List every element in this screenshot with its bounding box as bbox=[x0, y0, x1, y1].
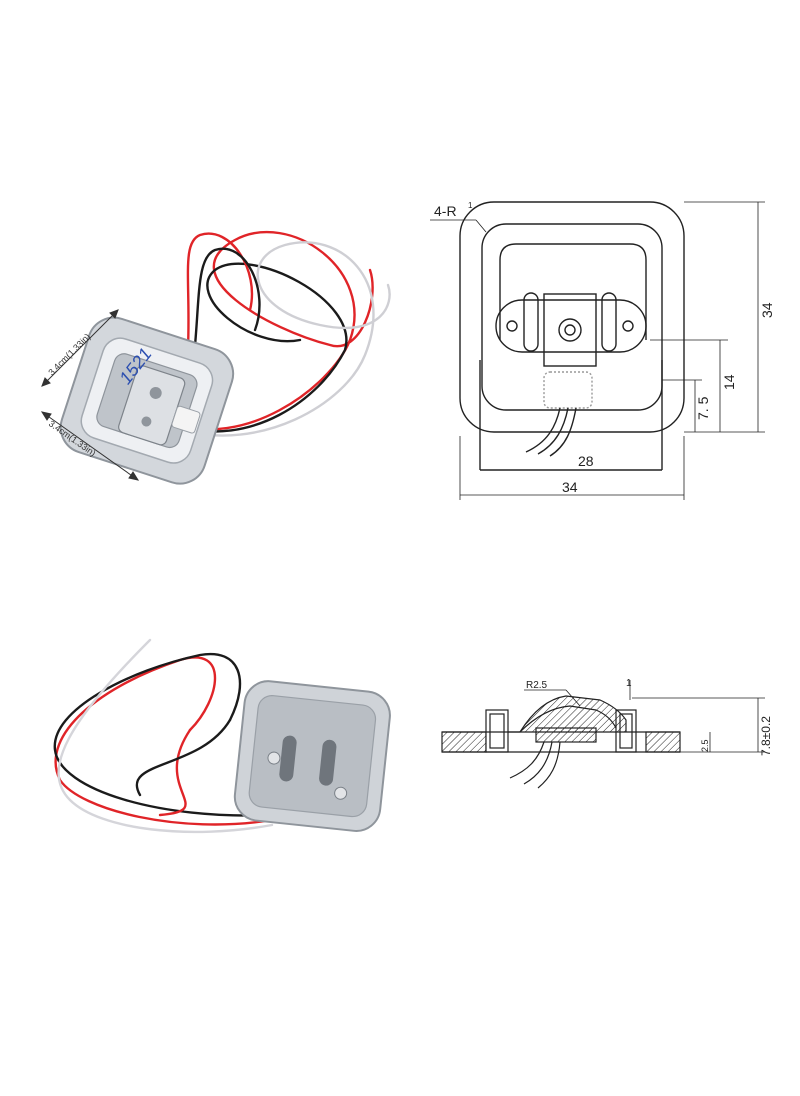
wire-white bbox=[179, 241, 391, 437]
dimension-arrows bbox=[40, 309, 140, 481]
dimension-base-width: 28 bbox=[578, 453, 594, 469]
wire-red bbox=[54, 656, 274, 826]
dimension-14: 14 bbox=[721, 374, 737, 390]
center-plate bbox=[535, 727, 597, 743]
corner-radius-superscript: 1 bbox=[468, 201, 473, 210]
mounting-bar bbox=[495, 299, 647, 353]
mount-hole bbox=[149, 386, 162, 399]
lead-wire bbox=[549, 407, 577, 457]
radius-label: R2.5 bbox=[526, 680, 548, 691]
wire-red bbox=[173, 230, 374, 431]
center-block bbox=[543, 293, 597, 367]
base-plate-right bbox=[645, 731, 681, 753]
mount-hole bbox=[334, 786, 348, 800]
base-plate-left bbox=[441, 731, 487, 753]
lead-wire bbox=[509, 741, 545, 779]
arched-beam bbox=[508, 695, 627, 733]
mount-hole bbox=[267, 751, 281, 765]
center-hole bbox=[558, 318, 582, 342]
arched-beam-inner bbox=[519, 705, 617, 733]
dimension-height: 34 bbox=[759, 302, 775, 318]
wire-black bbox=[176, 262, 348, 433]
slot-right bbox=[601, 292, 617, 352]
bolt-left bbox=[489, 713, 505, 749]
lead-wire bbox=[525, 407, 561, 453]
lead-wire bbox=[537, 741, 561, 789]
outer-frame bbox=[459, 201, 685, 433]
dimension-7-5: 7. 5 bbox=[695, 396, 711, 420]
technical-drawing-top-view: 4-R 1 28 34 34 14 7. 5 bbox=[420, 190, 800, 520]
dimension-total-height: 7.8±0.2 bbox=[759, 716, 773, 756]
hole-right bbox=[622, 320, 634, 332]
load-cell-body: 1521 bbox=[59, 316, 235, 485]
dimension-width: 34 bbox=[562, 479, 578, 495]
load-cell-photo-bottom bbox=[0, 620, 420, 850]
dimension-1: 1 bbox=[626, 678, 632, 689]
corner-radius-label: 4-R bbox=[434, 203, 457, 219]
lead-wire bbox=[537, 407, 569, 455]
wire-red-2 bbox=[158, 728, 192, 817]
wire-black-2 bbox=[135, 718, 232, 797]
center-window bbox=[499, 243, 647, 340]
load-cell-photo-top: 1521 3.4cm(1.33in) 3.4cm(1.33in) bbox=[0, 190, 420, 520]
hole-left bbox=[506, 320, 518, 332]
post-left bbox=[485, 709, 509, 753]
inner-frame bbox=[481, 223, 663, 411]
slot-left bbox=[523, 292, 539, 352]
center-hole-inner bbox=[564, 324, 576, 336]
technical-drawing-side-view: R2.5 1 2.5 7.8±0.2 bbox=[420, 660, 800, 810]
wire-bundle bbox=[53, 638, 274, 834]
load-cell-body bbox=[233, 680, 391, 832]
dimension-2-5: 2.5 bbox=[700, 739, 710, 752]
wire-white bbox=[57, 638, 274, 834]
lead-wire bbox=[523, 741, 553, 785]
wire-black bbox=[53, 652, 274, 817]
strain-gauge bbox=[543, 371, 593, 409]
mount-hole bbox=[141, 416, 152, 427]
